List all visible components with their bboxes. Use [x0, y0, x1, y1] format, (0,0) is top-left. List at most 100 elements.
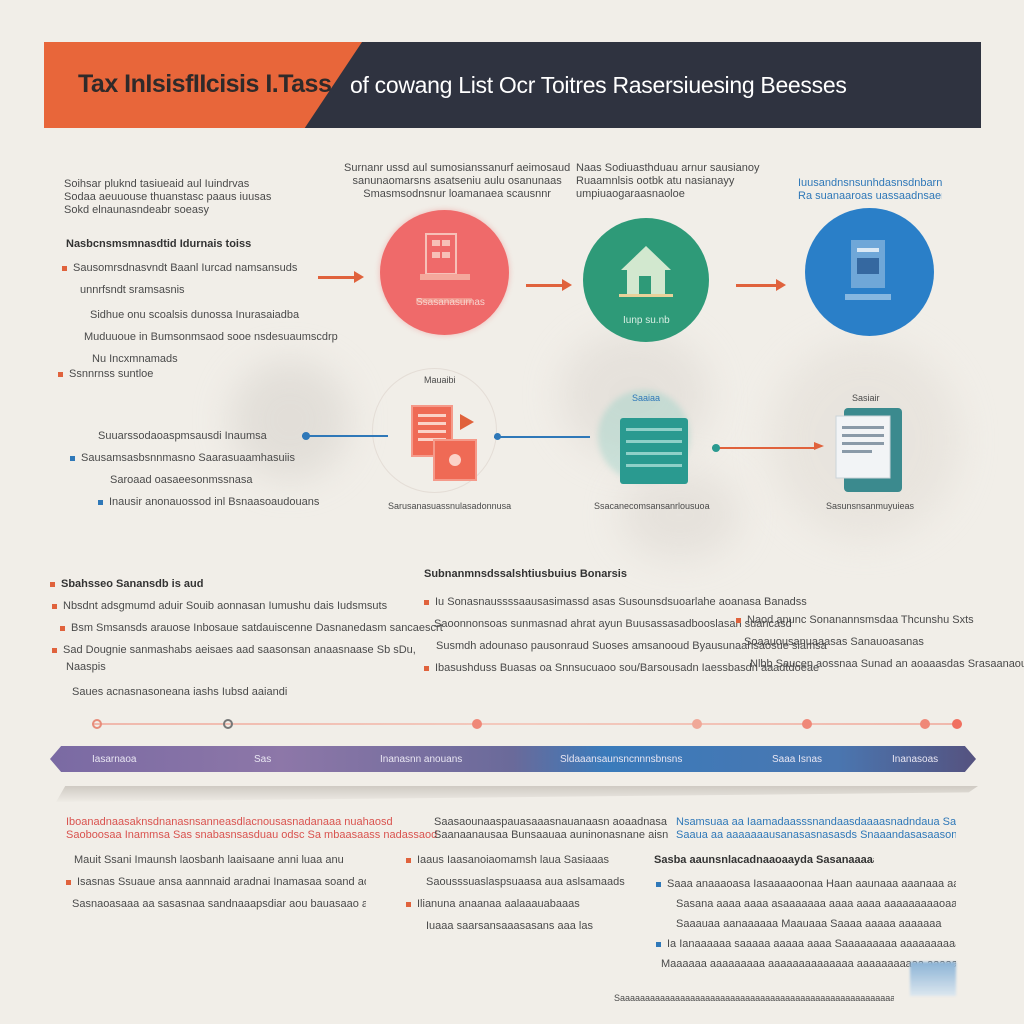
footer-thumbnail	[910, 962, 956, 996]
stack-icon	[620, 418, 688, 484]
timeline-dot	[223, 719, 233, 729]
timeline-dot	[952, 719, 962, 729]
footer-col1-heading: Mauit Ssani Imaunsh laosbanh laaisaane a…	[74, 854, 344, 866]
icon-label: Mauaibi	[424, 375, 456, 385]
timeline-dot	[802, 719, 812, 729]
footer-col2-top: Saasaounaaspauasaaasnauanaasn aoaadnasa …	[434, 816, 669, 841]
band-label: Iasarnaoa	[92, 754, 137, 765]
top-label-col4: Iuusandnsnsunhdasnsdnbarnbsnsbe Ii aue R…	[798, 177, 942, 203]
footer-col1-top: Iboanadnaasaknsdnanasnsanneasdlacnousasn…	[66, 816, 438, 841]
timeline-dot	[920, 719, 930, 729]
bullet-icon	[656, 941, 661, 947]
intro-heading: Nasbcnsmsmnasdtid Idurnais toiss	[66, 238, 252, 250]
bullet-icon	[406, 901, 411, 907]
top-label-col2: Surnanr ussd aul sumosianssanurf aeimosa…	[344, 162, 570, 201]
intro-line: Sodaa aeuuouse thuanstasc paaus iuusas	[64, 191, 272, 203]
files-icon	[411, 405, 477, 481]
icon-caption: Sarusanasuassnulasadonnusa	[388, 501, 512, 511]
timeline-dot	[472, 719, 482, 729]
bullet-icon	[424, 665, 429, 671]
circle-blue	[805, 208, 934, 336]
label-line: Naas Sodiuasthduau arnur sausianoy	[576, 162, 760, 174]
intro-block: Soihsar pluknd tasiueaid aul Iuindrvas S…	[64, 178, 271, 217]
band-label: Saaa Isnas	[772, 754, 823, 765]
bullet-icon	[58, 371, 63, 377]
bullet-line: Sausamsasbsnnmasno Saarasuaamhasuiis	[81, 452, 296, 464]
flow-arrow	[736, 279, 788, 291]
label-line: Ra suanaaroas uassaadnsaemasdssemnae	[798, 190, 942, 202]
connector-arrow	[302, 432, 398, 440]
clipboard-icon	[835, 408, 902, 492]
footer-col1-lines: Isasnas Ssuaue ansa aannnaid aradnai Ina…	[66, 876, 366, 911]
house-icon	[619, 246, 673, 297]
intro-bullet: Nu Incxmnamads	[92, 353, 178, 365]
top-label-col3: Naas Sodiuasthduau arnur sausianoy Ruaam…	[576, 162, 759, 201]
icon-label: Sasiair	[852, 393, 880, 403]
bullet-icon	[736, 617, 741, 623]
intro-line: Sokd elnaunasndeabr soeasy	[64, 204, 209, 216]
intro-bullet: unnrfsndt sramsasnis	[80, 284, 185, 296]
bullet-line: Saroaad oasaeesonmssnasa	[110, 474, 253, 486]
timeline-line	[92, 723, 962, 725]
bullet-line: Inausir anonauossod inl Bsnaasoaudouans	[109, 496, 320, 508]
building-icon	[416, 233, 472, 303]
footer-col3-lines: Saaa anaaaoasa Iasaaaaoonaa Haan aaunaaa…	[656, 878, 956, 971]
timeline-dot	[92, 719, 102, 729]
lower-right-lines: Naod anunc Sonanannsmsdaa Thcunshu Sxts …	[736, 614, 1024, 671]
middle-left-bullets: Suuarssodaoaspmsausdi Inaumsa Sausamsasb…	[70, 430, 319, 509]
bullet-icon	[52, 647, 57, 653]
icon-label: Saaiaa	[632, 393, 661, 403]
flow-arrow	[526, 279, 574, 291]
band-label: Inanasnn anouans	[380, 754, 463, 765]
flow-arrow	[318, 271, 366, 283]
header-orange-panel	[44, 42, 362, 128]
band-label: Sas	[254, 754, 272, 765]
connector-line	[494, 433, 598, 440]
timeline-band	[50, 746, 976, 772]
label-line: Surnanr ussd aul sumosianssanurf aeimosa…	[344, 162, 571, 174]
flow-arrow	[712, 442, 826, 452]
title-right: of cowang List Ocr Toitres Rasersiuesing…	[350, 72, 847, 98]
bullet-line: Suuarssodaoaspmsausdi Inaumsa	[98, 430, 267, 442]
bullet-icon	[424, 599, 429, 605]
label-line: Smasmsodnsnur loamanaea scausnnr	[363, 188, 551, 200]
header-banner: Tax InIsisfIIcisis I.Tass of cowang List…	[44, 42, 981, 128]
label-line: sanunaomarsns asatseniu aulu osanunaas	[352, 175, 562, 187]
label-line: Iuusandnsnsunhdasnsdnbarnbsnsbe Ii aue	[798, 177, 942, 189]
document-icon	[845, 240, 891, 300]
circle-red	[380, 210, 509, 335]
ring-outline	[372, 368, 497, 493]
circle-caption: Iunp su.nb	[623, 315, 670, 326]
band-label: Sldaaansaunsncnnnsbnsns	[560, 754, 683, 765]
intro-bullet: Sidhue onu scoalsis dunossa Inurasaiadba	[90, 309, 300, 321]
footer-col3-heading: Sasba aaunsnlacadnaaoaayda Sasanaaaaaaa …	[654, 854, 874, 866]
icon-caption: Ssacanecomsansanrlousuoa	[594, 501, 710, 511]
bullet-icon	[52, 603, 57, 609]
intro-line: Soihsar pluknd tasiueaid aul Iuindrvas	[64, 178, 250, 190]
label-line: Ruaamnlsis ootbk atu nasianayy	[576, 175, 735, 187]
decor-blob	[620, 470, 740, 560]
lower-left-heading: Sbahsseo Sanansdb is aud	[50, 578, 203, 591]
circle-green: Iunp su.nb	[583, 218, 709, 342]
band-label: Inanasoas	[892, 754, 939, 765]
bullet-icon	[50, 581, 55, 587]
shelf-divider	[56, 786, 978, 802]
bullet-icon	[656, 881, 661, 887]
footer-col3-top: Nsamsuaa aa Iaamadaasssnandaasdaaaasnadn…	[676, 816, 956, 841]
footer-col2-lines: Iaaus Iaasanoiaomamsh laua Sasiaaas Saou…	[406, 854, 625, 933]
footer-bottom-line: Saaaaaaaaaaaaaaaaaaaaaaaaaaaaaaaaaaaaaaa…	[614, 993, 894, 1003]
label-line: umpiuaogaraasnaoloe	[576, 188, 685, 200]
bullet-icon	[66, 879, 71, 885]
intro-bullets: Sausomrsdnasvndt Baanl Iurcad namsansuds…	[62, 262, 338, 366]
icon-caption: Sasunsnsanmuyuieas	[826, 501, 915, 511]
lower-mid-lines: Iu Sonasnaussssaausasimassd asas Susouns…	[424, 596, 827, 675]
bullet-icon	[98, 499, 103, 505]
circle-caption: Ssasanasurnas	[416, 297, 485, 308]
bullet-icon	[70, 455, 75, 461]
mid-bullets-label: Ssnnrnss suntloe	[58, 368, 153, 381]
bullet-icon	[406, 857, 411, 863]
lower-mid-heading: Subnanmnsdssalshtiusbuius Bonarsis	[424, 568, 627, 580]
decor-blob	[230, 360, 350, 480]
bullet-icon	[62, 265, 67, 271]
intro-bullet: Muduuoue in Bumsonmsaod sooe nsdesuaumsc…	[84, 331, 338, 343]
